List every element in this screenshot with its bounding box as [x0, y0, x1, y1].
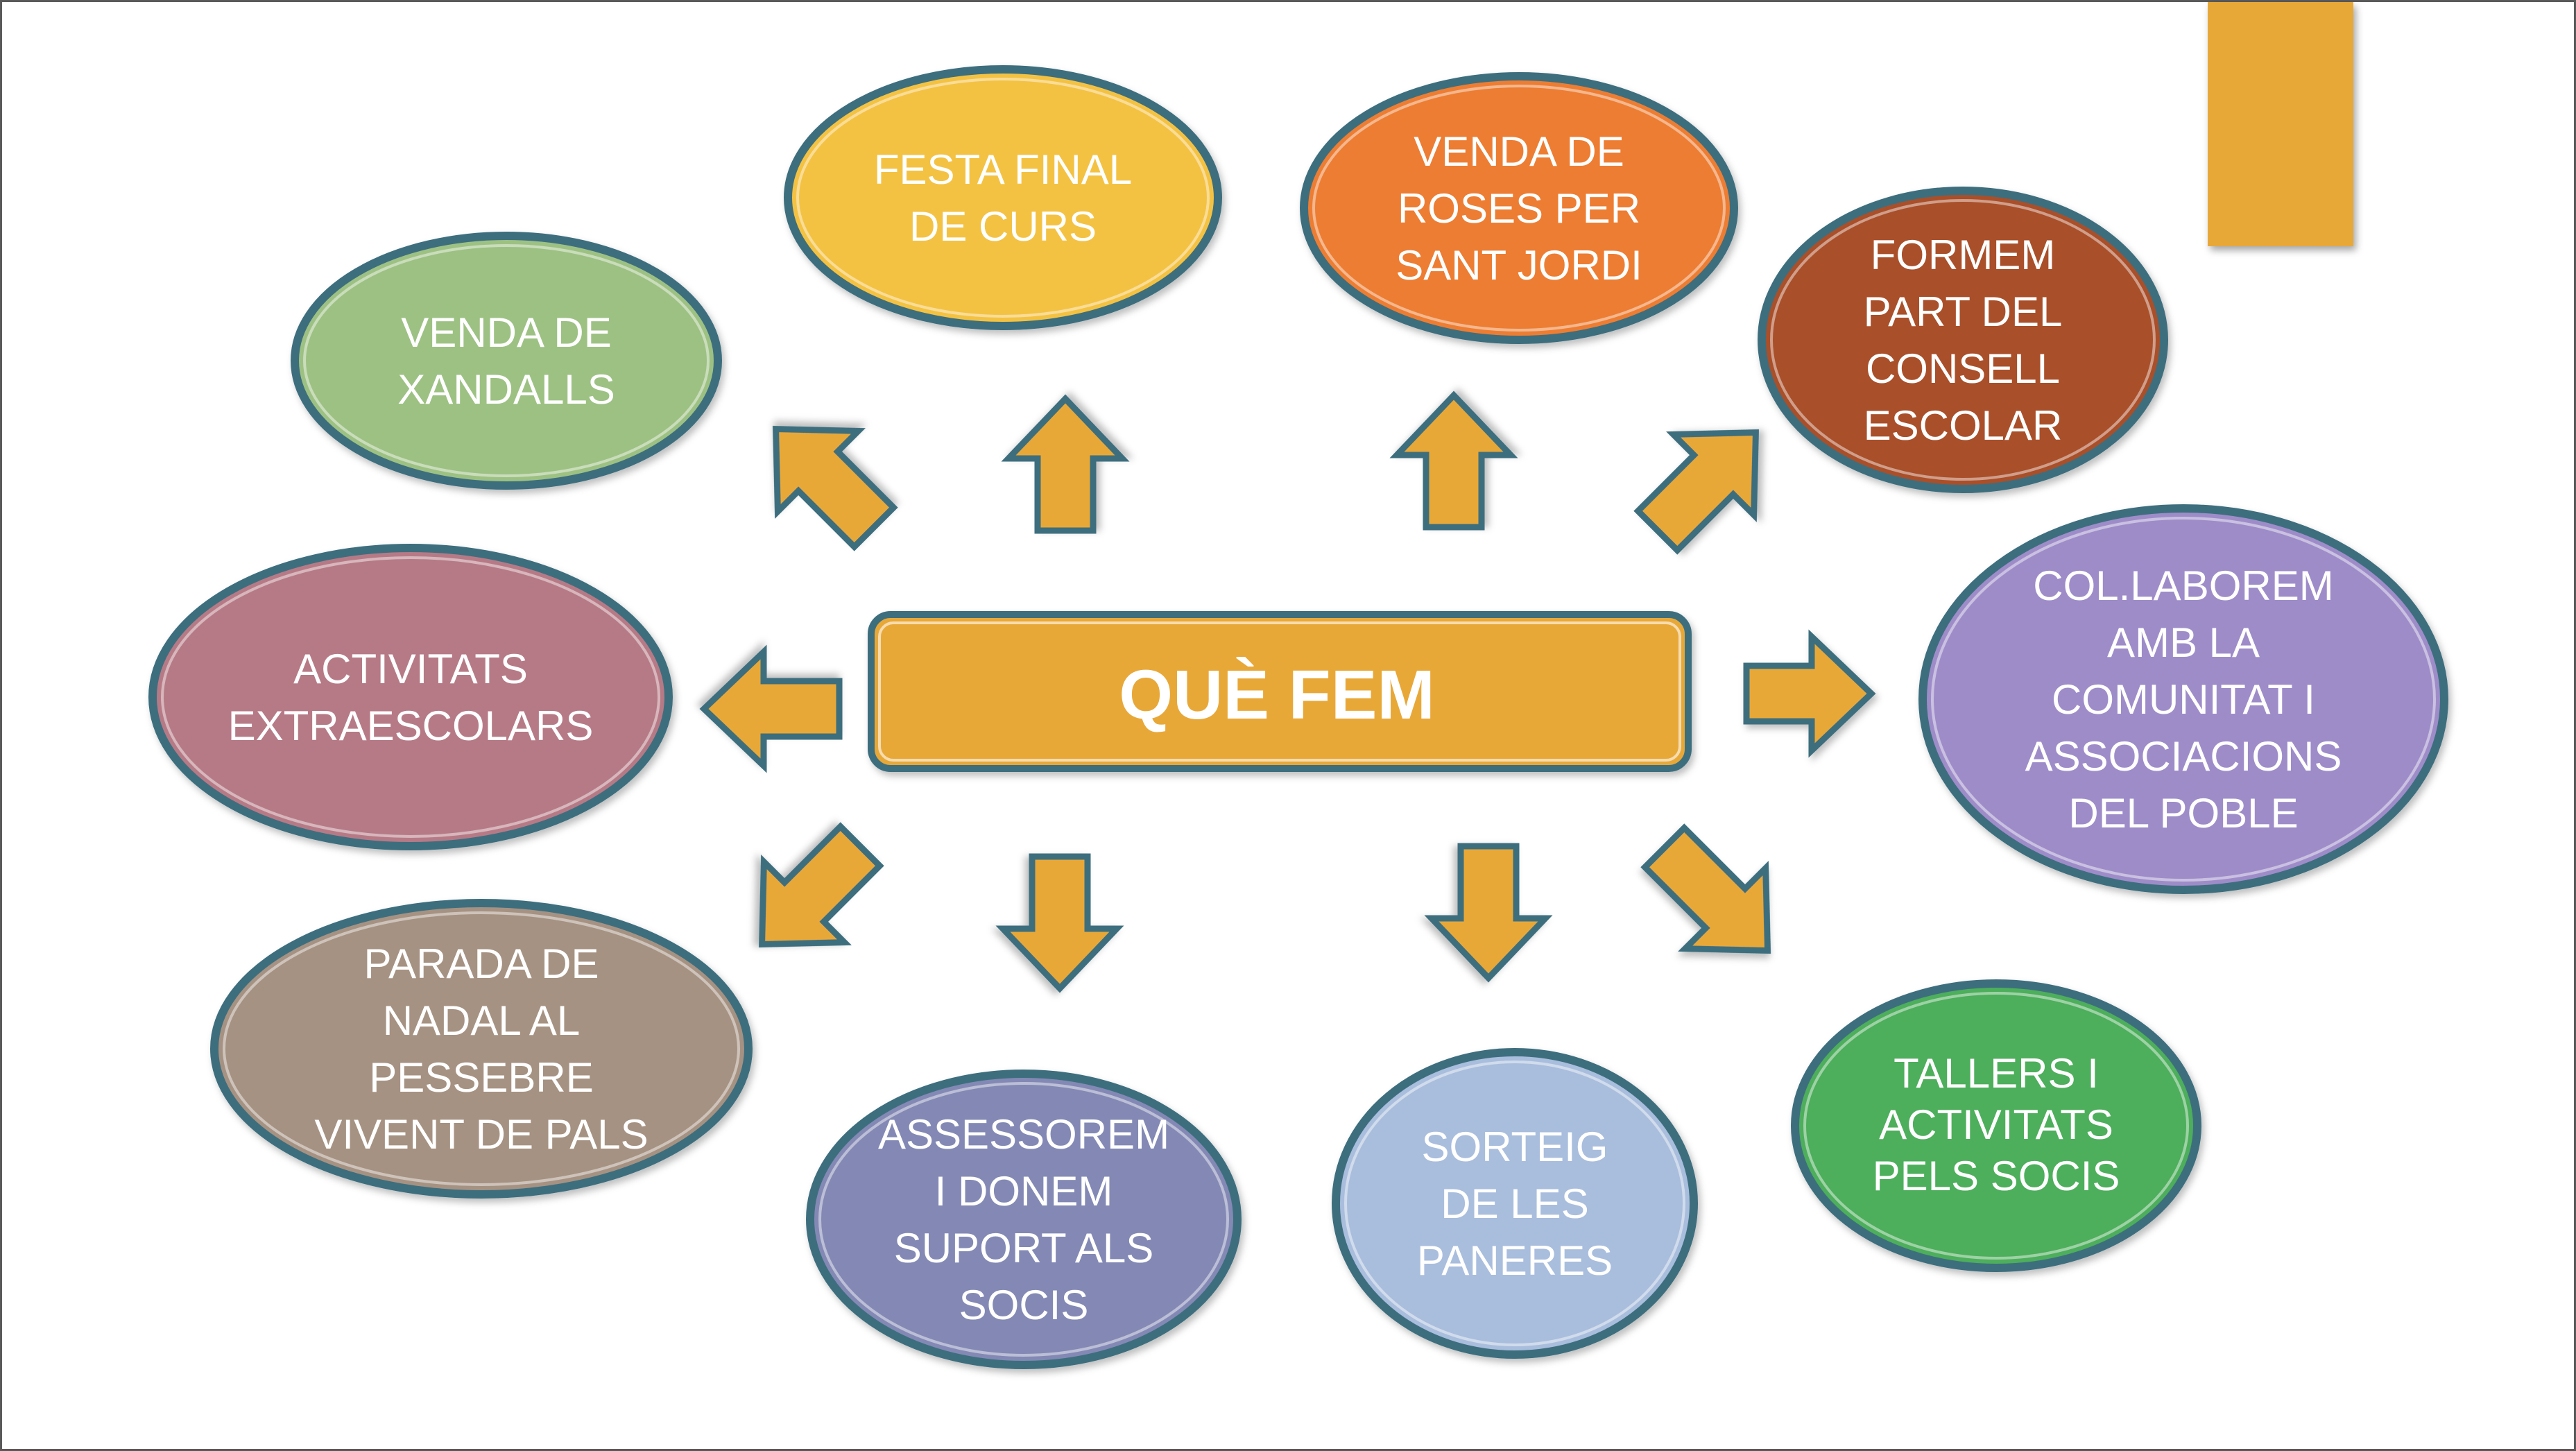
arrow-down-left [758, 822, 884, 948]
arrow-up-1 [1001, 394, 1130, 534]
oval-label-line: SORTEIG [1422, 1124, 1608, 1170]
center-box [868, 611, 1692, 772]
oval-inner-ring [796, 78, 1210, 318]
oval-label-line: TALLERS I [1894, 1050, 2099, 1097]
oval-shape [806, 1070, 1242, 1369]
accent-tab [2208, 2, 2353, 246]
oval-label-line: DEL POBLE [2068, 790, 2298, 836]
oval-node-consell-escolar: FORMEM PART DEL CONSELL ESCOLAR [1758, 187, 2168, 493]
oval-shape [784, 65, 1222, 330]
oval-node-activitats-extra: ACTIVITATS EXTRAESCOLARS [148, 544, 673, 850]
oval-inner-ring [223, 911, 740, 1186]
center-title: QUÈ FEM [1119, 656, 1435, 734]
arrow-up-right [1633, 429, 1760, 555]
oval-label-line: PART DEL [1864, 289, 2063, 335]
oval-inner-ring [1770, 199, 2156, 481]
oval-label-line: VENDA DE [401, 309, 611, 356]
oval-shape [1300, 72, 1738, 344]
oval-label-line: COL.LABOREM [2033, 563, 2333, 609]
oval-label-line: COMUNITAT I [2052, 676, 2315, 723]
oval-inner-ring [161, 556, 660, 838]
oval-label-line: FESTA FINAL [874, 146, 1132, 193]
arrow-up-left [772, 425, 898, 551]
oval-shape [291, 232, 722, 490]
oval-label-line: DE CURS [909, 203, 1097, 250]
oval-label-line: SUPORT ALS [894, 1225, 1154, 1271]
oval-shape [1758, 187, 2168, 493]
ovals-group: VENDA DE XANDALLS FESTA FINAL DE CURS VENDA … [148, 65, 2448, 1369]
oval-label-line: ASSESSOREM [878, 1111, 1169, 1158]
oval-label-line: VIVENT DE PALS [314, 1111, 648, 1158]
oval-label-line: ESCOLAR [1864, 402, 2063, 449]
oval-node-festa-final: FESTA FINAL DE CURS [784, 65, 1222, 330]
oval-inner-ring [1931, 517, 2436, 882]
oval-node-assessorem: ASSESSOREM I DONEM SUPORT ALS SOCIS [806, 1070, 1242, 1369]
oval-label-line: ACTIVITATS [293, 646, 528, 692]
arrow-down-1 [995, 853, 1124, 993]
oval-label-line: PARADA DE [364, 941, 599, 987]
oval-node-venda-xandalls: VENDA DE XANDALLS [291, 232, 722, 490]
oval-label-line: ACTIVITATS [1879, 1101, 2113, 1148]
oval-label-line: PANERES [1417, 1237, 1613, 1284]
oval-shape [1791, 979, 2201, 1272]
arrow-left [699, 644, 843, 773]
oval-label-line: ROSES PER [1398, 185, 1640, 232]
oval-label-line: SANT JORDI [1396, 242, 1642, 289]
oval-label-line: FORMEM [1871, 232, 2056, 278]
oval-label-line: I DONEM [935, 1168, 1113, 1214]
oval-label-line: ASSOCIACIONS [2025, 733, 2342, 780]
oval-inner-ring [818, 1082, 1229, 1357]
oval-label-line: VENDA DE [1414, 128, 1624, 175]
oval-label-line: AMB LA [2107, 619, 2260, 666]
arrow-up-2 [1389, 390, 1518, 531]
oval-label-line: DE LES [1441, 1180, 1588, 1227]
oval-inner-ring [1312, 85, 1726, 332]
arrows-group [699, 390, 1876, 993]
oval-label-line: NADAL AL [383, 997, 581, 1044]
oval-node-venda-roses: VENDA DE ROSES PER SANT JORDI [1300, 72, 1738, 344]
arrow-right [1743, 629, 1876, 758]
oval-shape [1332, 1048, 1698, 1359]
arrow-down-right [1640, 823, 1771, 954]
oval-inner-ring [303, 244, 710, 477]
oval-inner-ring [1344, 1061, 1685, 1346]
oval-inner-ring [1803, 992, 2189, 1260]
oval-label-line: SOCIS [959, 1282, 1089, 1328]
oval-node-parada-nadal: PARADA DE NADAL AL PESSEBRE VIVENT DE PALS [210, 899, 753, 1199]
oval-shape [210, 899, 753, 1199]
oval-label-line: PELS SOCIS [1873, 1153, 2120, 1199]
oval-label-line: XANDALLS [397, 366, 615, 413]
oval-shape [1918, 504, 2448, 894]
oval-node-sorteig: SORTEIG DE LES PANERES [1332, 1048, 1698, 1359]
oval-node-collaborem: COL.LABOREM AMB LA COMUNITAT I ASSOCIACIONS… [1918, 504, 2448, 894]
oval-shape [148, 544, 673, 850]
oval-label-line: CONSELL [1866, 345, 2060, 392]
oval-label-line: PESSEBRE [369, 1054, 593, 1101]
arrow-down-2 [1424, 843, 1553, 983]
oval-label-line: EXTRAESCOLARS [228, 703, 594, 749]
